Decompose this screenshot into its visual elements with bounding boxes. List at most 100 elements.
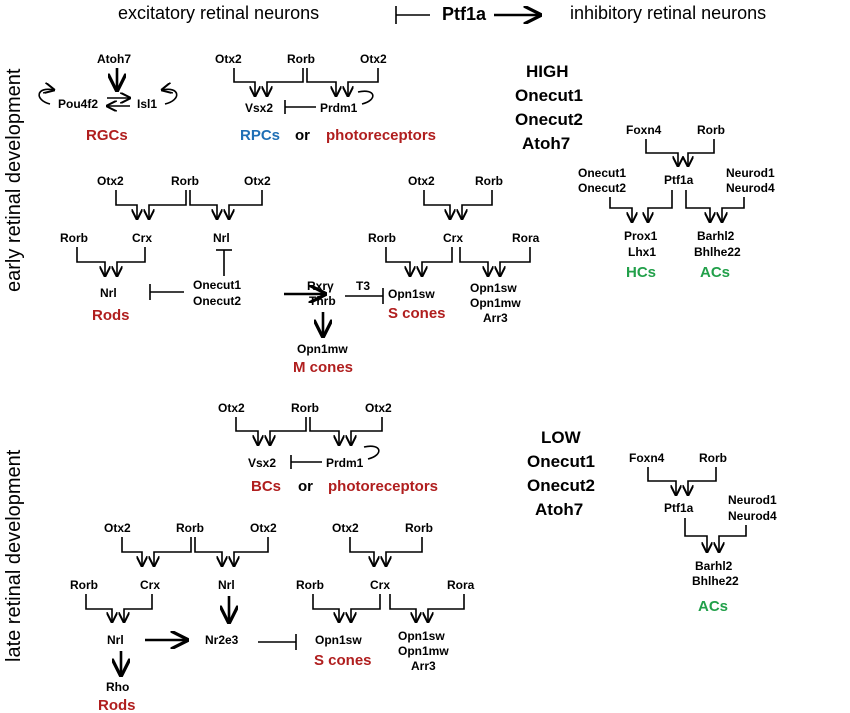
early-hcs-label: HCs [626, 264, 656, 281]
early-rpc-e1 [233, 68, 255, 96]
late-rod-otx2a: Otx2 [104, 521, 131, 535]
late-scone-crx: Crx [370, 578, 390, 592]
late-inh-barhl2: Barhl2 [695, 559, 733, 573]
early-rpc-prdm1: Prdm1 [320, 101, 358, 115]
late-scone-e1 [349, 537, 374, 566]
side-label-early: early retinal development [3, 68, 25, 292]
late-inh-e1 [647, 467, 676, 495]
early-inh-e1 [645, 139, 678, 166]
early-rod-e1 [115, 190, 137, 219]
late-rod-otx2b: Otx2 [250, 521, 277, 535]
late-low-1: LOW [541, 428, 582, 447]
early-scone-e2 [462, 190, 493, 219]
late-bc-e4 [351, 417, 383, 445]
early-rod-e5 [76, 247, 105, 276]
early-scone-g3: Arr3 [483, 311, 508, 325]
early-scones-label: S cones [388, 305, 446, 322]
late-bc-or: or [298, 478, 313, 495]
early-rod-onecut1: Onecut1 [193, 278, 241, 292]
early-acs-label: ACs [700, 264, 730, 281]
early-inh-lhx1: Lhx1 [628, 245, 656, 259]
early-photoreceptors-label: photoreceptors [326, 127, 436, 144]
early-scone-e6 [500, 247, 531, 276]
early-scone-e1 [423, 190, 450, 219]
early-rgc-pou4f2-loop [38, 89, 54, 105]
late-scone-rorb2: Rorb [296, 578, 324, 592]
late-rod-rorb: Rorb [176, 521, 204, 535]
early-inh-onecut2: Onecut2 [578, 181, 626, 195]
early-high-4: Atoh7 [522, 134, 570, 153]
late-bc-otx2a: Otx2 [218, 401, 245, 415]
early-high-3: Onecut2 [515, 110, 583, 129]
late-scone-otx2: Otx2 [332, 521, 359, 535]
early-rod-e6 [117, 247, 146, 276]
header-ptf1a: Ptf1a [442, 4, 487, 24]
early-rod-nrl-mid: Nrl [213, 231, 230, 245]
early-high-1: HIGH [526, 62, 569, 81]
early-thrb: Thrb [309, 294, 336, 308]
early-opn1sw: Opn1sw [388, 287, 435, 301]
early-t3: T3 [356, 279, 370, 293]
late-inh-rorb: Rorb [699, 451, 727, 465]
late-rod-e4 [234, 537, 269, 566]
late-bc-e2 [270, 417, 307, 445]
early-rod-nrl: Nrl [100, 286, 117, 300]
early-inh-e3 [609, 197, 632, 222]
early-rgc-label: RGCs [86, 127, 128, 144]
early-rgc-atoh7: Atoh7 [97, 52, 131, 66]
early-inh-foxn4: Foxn4 [626, 123, 662, 137]
early-scone-rorb: Rorb [475, 174, 503, 188]
early-mcones-label: M cones [293, 359, 353, 376]
late-rods-label: Rods [98, 697, 136, 713]
early-scone-otx2: Otx2 [408, 174, 435, 188]
early-inh-prox1: Prox1 [624, 229, 658, 243]
early-rgc-pou4f2: Pou4f2 [58, 97, 98, 111]
early-scone-crx: Crx [443, 231, 463, 245]
late-bc-prdm1: Prdm1 [326, 456, 364, 470]
early-rgc-isl1-loop [162, 89, 178, 105]
early-rods-label: Rods [92, 307, 130, 324]
early-rgc-isl1: Isl1 [137, 97, 157, 111]
early-rod-otx2a: Otx2 [97, 174, 124, 188]
early-rod-onecut2: Onecut2 [193, 294, 241, 308]
header-inhibitory: inhibitory retinal neurons [570, 3, 766, 23]
early-rpc-rorb: Rorb [287, 52, 315, 66]
early-inh-onecut1: Onecut1 [578, 166, 626, 180]
late-bc-vsx2: Vsx2 [248, 456, 276, 470]
late-low-2: Onecut1 [527, 452, 595, 471]
early-inh-bhlhe22: Bhlhe22 [694, 245, 741, 259]
early-scone-rorb2: Rorb [368, 231, 396, 245]
late-photoreceptors-label: photoreceptors [328, 478, 438, 495]
early-rpc-otx2b: Otx2 [360, 52, 387, 66]
early-inh-e2 [688, 139, 715, 166]
early-inh-neurod4: Neurod4 [726, 181, 775, 195]
early-scone-e5 [459, 247, 488, 276]
early-rod-rorb: Rorb [171, 174, 199, 188]
early-inh-rorb: Rorb [697, 123, 725, 137]
late-bc-e1 [235, 417, 258, 445]
early-scone-e4 [422, 247, 453, 276]
late-scone-rorb: Rorb [405, 521, 433, 535]
early-inh-barhl2: Barhl2 [697, 229, 735, 243]
late-bc-e3 [309, 417, 339, 445]
early-inh-neurod1: Neurod1 [726, 166, 775, 180]
early-inh-ptf1a: Ptf1a [664, 173, 694, 187]
early-rod-e4 [229, 190, 263, 219]
late-inh-neurod1: Neurod1 [728, 493, 777, 507]
early-rod-otx2b: Otx2 [244, 174, 271, 188]
late-bc-prdm1-loop [363, 445, 380, 460]
early-rpc-e3 [306, 68, 336, 96]
late-scone-rora: Rora [447, 578, 475, 592]
early-scone-g1: Opn1sw [470, 281, 517, 295]
late-inh-bhlhe22: Bhlhe22 [692, 574, 739, 588]
late-rod-rorb2: Rorb [70, 578, 98, 592]
late-rod-nrl: Nrl [107, 633, 124, 647]
early-rod-e3 [189, 190, 217, 219]
late-rod-e6 [124, 594, 153, 622]
early-rod-rorb2: Rorb [60, 231, 88, 245]
early-opn1mw: Opn1mw [297, 342, 348, 356]
late-inh-neurod4: Neurod4 [728, 509, 777, 523]
late-inh-e2 [688, 467, 717, 495]
late-rod-e1 [121, 537, 142, 566]
